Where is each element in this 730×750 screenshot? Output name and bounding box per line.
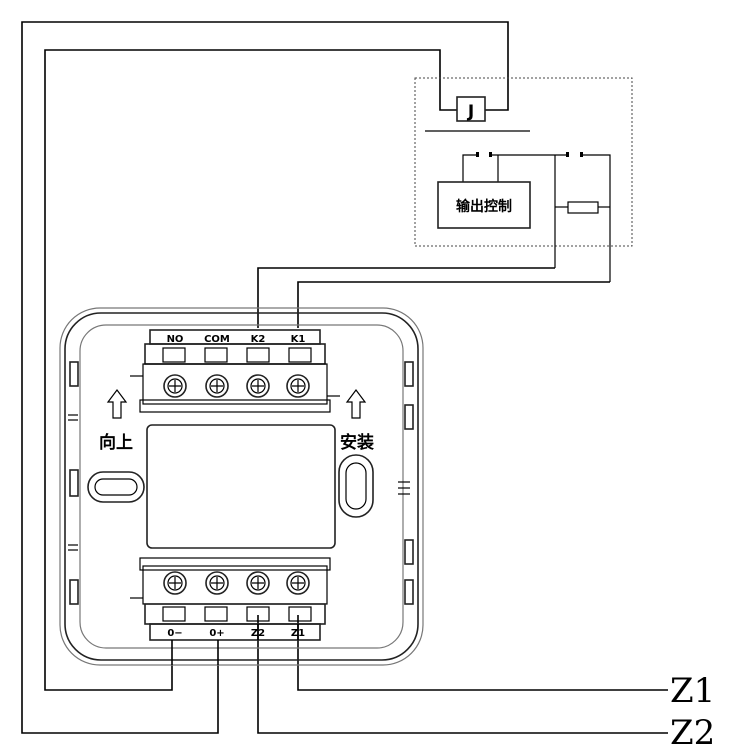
bottom-base-row (139, 557, 331, 571)
top-terminal-k1: K1 (291, 334, 306, 345)
label-install: 安装 (340, 432, 374, 453)
bottom-screws (163, 571, 310, 595)
contact-dot-4 (580, 152, 583, 157)
top-clamp-row (144, 343, 326, 365)
relay-coil-label: J (467, 102, 474, 122)
top-base-row (139, 399, 331, 413)
module-base: 向上 安装 NO COM K2 K1 (59, 307, 424, 666)
clip-right-1 (404, 361, 414, 387)
mount-slot-left (87, 471, 145, 503)
base-inner-outline (79, 324, 404, 649)
base-outer-outline (59, 307, 424, 666)
label-up: 向上 (99, 432, 133, 453)
output-control-label: 输出控制 (456, 198, 512, 215)
terminal-block-bottom: 0− 0+ Z2 Z1 (130, 557, 331, 641)
top-terminal-com: COM (204, 334, 230, 345)
contact-dot-3 (566, 152, 569, 157)
resistor-icon (567, 201, 599, 214)
bottom-label-strip (149, 623, 321, 641)
clip-left-1 (69, 361, 79, 387)
center-recess (146, 424, 336, 549)
mount-slot-left-inner (94, 478, 138, 496)
wire-z1 (297, 615, 668, 691)
mount-slot-right-inner (345, 462, 367, 510)
wire-k2 (257, 267, 555, 328)
bottom-clamps (162, 606, 312, 622)
arrow-up-right-icon (345, 389, 367, 419)
wire-z2 (257, 615, 668, 734)
relay-module-border (414, 77, 633, 247)
top-screw-row (142, 363, 328, 405)
label-z1: Z1 (670, 671, 715, 711)
top-screws (163, 374, 310, 398)
top-terminal-k2: K2 (251, 334, 266, 345)
wire-0plus-loop (21, 21, 509, 734)
arrow-up-left-icon (106, 389, 128, 419)
clip-left-3 (69, 579, 79, 605)
wire-k1 (297, 281, 610, 328)
base-outline (64, 312, 419, 661)
output-control-box (437, 181, 531, 229)
contact-dot-2 (489, 152, 492, 157)
bottom-terminal-0plus: 0+ (209, 628, 224, 639)
relay-coil-box (456, 96, 486, 122)
clip-right-3 (404, 539, 414, 565)
outer-wires (21, 21, 668, 734)
clip-left-2 (69, 469, 79, 497)
top-clamps (162, 347, 312, 363)
clip-right-2 (404, 404, 414, 430)
label-z2: Z2 (670, 713, 715, 750)
clip-right-4 (404, 579, 414, 605)
top-terminal-no: NO (167, 334, 184, 345)
contact-dot-1 (476, 152, 479, 157)
mount-slot-right (338, 454, 374, 518)
wire-0minus-loop (44, 49, 457, 691)
terminal-block-top: NO COM K2 K1 (130, 329, 340, 413)
relay-contacts-wire (462, 154, 611, 282)
relay-module: J 输出控制 (414, 77, 633, 282)
bottom-terminal-0minus: 0− (167, 628, 182, 639)
